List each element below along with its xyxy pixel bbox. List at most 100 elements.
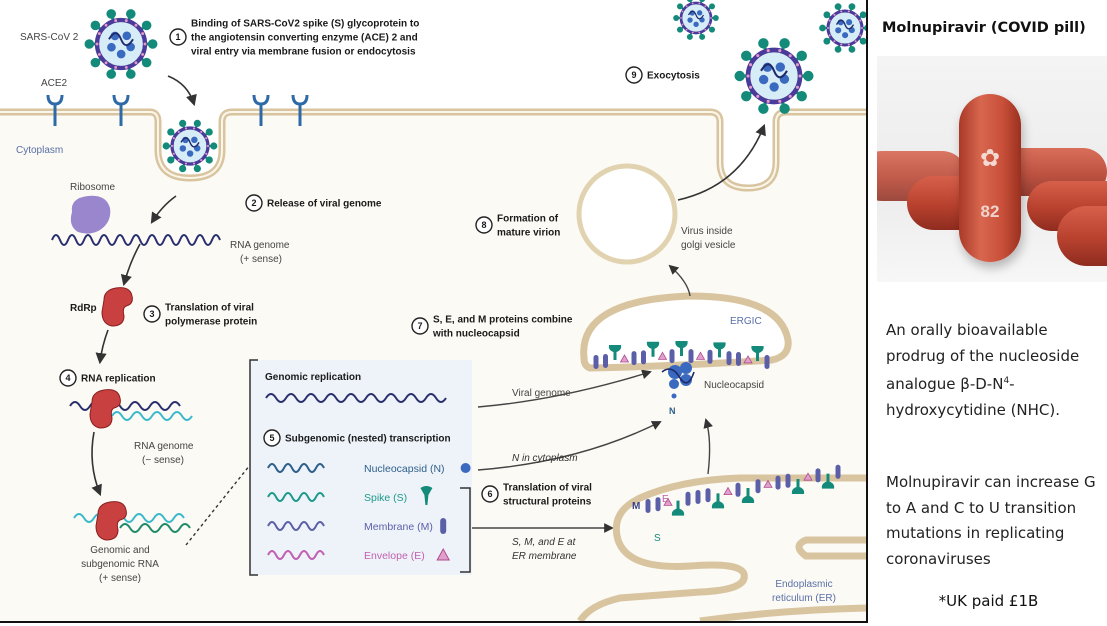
entry-arrow xyxy=(167,75,197,107)
step-number-badge xyxy=(143,305,161,323)
rna-genomic-cyan xyxy=(73,513,185,523)
membrane-protein-icon xyxy=(655,497,661,512)
membrane-protein-icon xyxy=(603,353,608,368)
membrane-protein-icon xyxy=(685,491,691,506)
description-text: An orally bioavailable prodrug of the nu… xyxy=(886,321,1080,393)
membrane-protein-icon xyxy=(688,349,694,364)
spike-protein-icon xyxy=(741,488,755,503)
spike-protein-icon xyxy=(675,341,688,356)
replication-arrow xyxy=(95,329,109,365)
spike-protein-icon xyxy=(608,344,622,360)
ace2-label: ACE2 xyxy=(41,78,68,89)
envelope-protein-icon xyxy=(657,351,668,360)
transcript-item: Nucleocapsid (N) xyxy=(267,463,471,475)
step-text: structural proteins xyxy=(503,497,592,508)
rna-genome-plus-strand xyxy=(51,234,221,246)
cost-note: *UK paid £1B xyxy=(938,592,1039,610)
release-arrow xyxy=(150,195,177,224)
membrane-protein-icon xyxy=(764,355,770,369)
spike-protein-icon xyxy=(821,473,835,489)
envelope-protein-icon xyxy=(763,479,773,488)
spike-protein-icon xyxy=(751,345,764,361)
step-text: viral entry via membrane fusion or endoc… xyxy=(191,47,416,58)
spike-protein-icon xyxy=(713,342,726,358)
membrane-protein-icon xyxy=(735,482,741,497)
ace2-receptors xyxy=(46,94,309,126)
spike-protein-icon xyxy=(671,500,685,516)
membrane-protein-icon xyxy=(707,349,713,364)
rdrp-transcribing xyxy=(95,501,127,541)
step-number-badge xyxy=(475,216,493,234)
er-label-1: Endoplasmic xyxy=(775,579,832,590)
viral-genome-arrow xyxy=(477,369,652,408)
membrane-protein-icon xyxy=(645,499,651,513)
envelope-protein-icon xyxy=(619,354,630,363)
transcript-rna xyxy=(267,492,325,502)
membrane-protein-icon xyxy=(736,352,741,366)
step-text: polymerase protein xyxy=(165,317,257,328)
step-text: with nucleocapsid xyxy=(432,329,520,340)
envelope-protein-icon xyxy=(743,355,753,364)
main-capsule: ✿ 82 xyxy=(959,94,1021,262)
dotted-connector xyxy=(185,464,251,546)
envelope-protein-icon xyxy=(695,351,706,360)
sme-er-label-2: ER membrane xyxy=(512,551,577,562)
step-number-badge xyxy=(245,194,263,212)
step-text: Subgenomic (nested) transcription xyxy=(285,434,451,445)
ergic-label: ERGIC xyxy=(730,316,762,327)
membrane-protein-icon xyxy=(593,355,599,369)
step-5: 5 Subgenomic (nested) transcription xyxy=(263,429,451,447)
rna-genome-minus-label-1: RNA genome xyxy=(134,441,194,452)
merck-logo-icon: ✿ xyxy=(979,145,1001,172)
envelope-protein-icon xyxy=(723,486,733,495)
genomic-subgenomic-label-3: (+ sense) xyxy=(99,573,141,584)
rna-genome-minus-label-2: (− sense) xyxy=(142,455,184,466)
n-cytoplasm-arrow xyxy=(477,421,662,471)
s-label: S xyxy=(654,533,661,544)
step-number: 5 xyxy=(269,433,274,443)
membrane-protein-icon xyxy=(815,468,821,483)
step-4: 4 RNA replication xyxy=(59,369,156,387)
step-text: mature virion xyxy=(497,228,560,239)
genomic-subgenomic-label-2: subgenomic RNA xyxy=(81,559,159,570)
step-number: 2 xyxy=(251,198,256,208)
released-virion xyxy=(819,3,866,53)
nucleocapsid-icon xyxy=(460,463,471,473)
ribosome xyxy=(70,195,111,234)
membrane-protein-icon xyxy=(669,349,675,364)
envelope-icon xyxy=(436,547,451,561)
released-virion xyxy=(673,0,719,40)
transcript-label: Nucleocapsid (N) xyxy=(364,463,445,475)
step-number: 1 xyxy=(175,32,180,42)
background-capsule xyxy=(1057,206,1107,266)
membrane-protein-icon xyxy=(785,473,791,488)
side-title: Molnupiravir (COVID pill) xyxy=(882,20,1086,36)
step-number-badge xyxy=(625,66,643,84)
rna-genome-plus-label-2: (+ sense) xyxy=(240,254,282,265)
step-number: 9 xyxy=(631,70,636,80)
step-number: 8 xyxy=(481,220,486,230)
step-text: the angiotensin converting enzyme (ACE) … xyxy=(191,33,418,44)
step-number: 4 xyxy=(65,373,70,383)
envelope-protein-icon xyxy=(663,497,673,506)
step-text: RNA replication xyxy=(81,374,156,385)
transcript-label: Spike (S) xyxy=(364,492,407,504)
envelope-protein-icon xyxy=(803,472,813,481)
n-in-cytoplasm-label: N in cytoplasm xyxy=(512,453,578,464)
step-number: 3 xyxy=(149,309,154,319)
cytoplasm-label: Cytoplasm xyxy=(16,145,63,156)
n-label: N xyxy=(669,406,676,416)
membrane-protein-icon xyxy=(631,351,637,366)
step-text: S, E, and M proteins combine xyxy=(433,315,573,326)
description-paragraph: An orally bioavailable prodrug of the nu… xyxy=(886,318,1106,423)
membrane-protein-icon xyxy=(755,479,761,494)
sme-er-label-1: S, M, and E at xyxy=(512,537,577,548)
er-lower xyxy=(699,604,866,621)
sars-cov2-lifecycle-diagram: ACE2 SARS-CoV 2 Cytoplasm Ribosome RNA g… xyxy=(0,0,868,623)
membrane-protein-icon xyxy=(835,464,841,479)
step-number-badge xyxy=(59,369,77,387)
